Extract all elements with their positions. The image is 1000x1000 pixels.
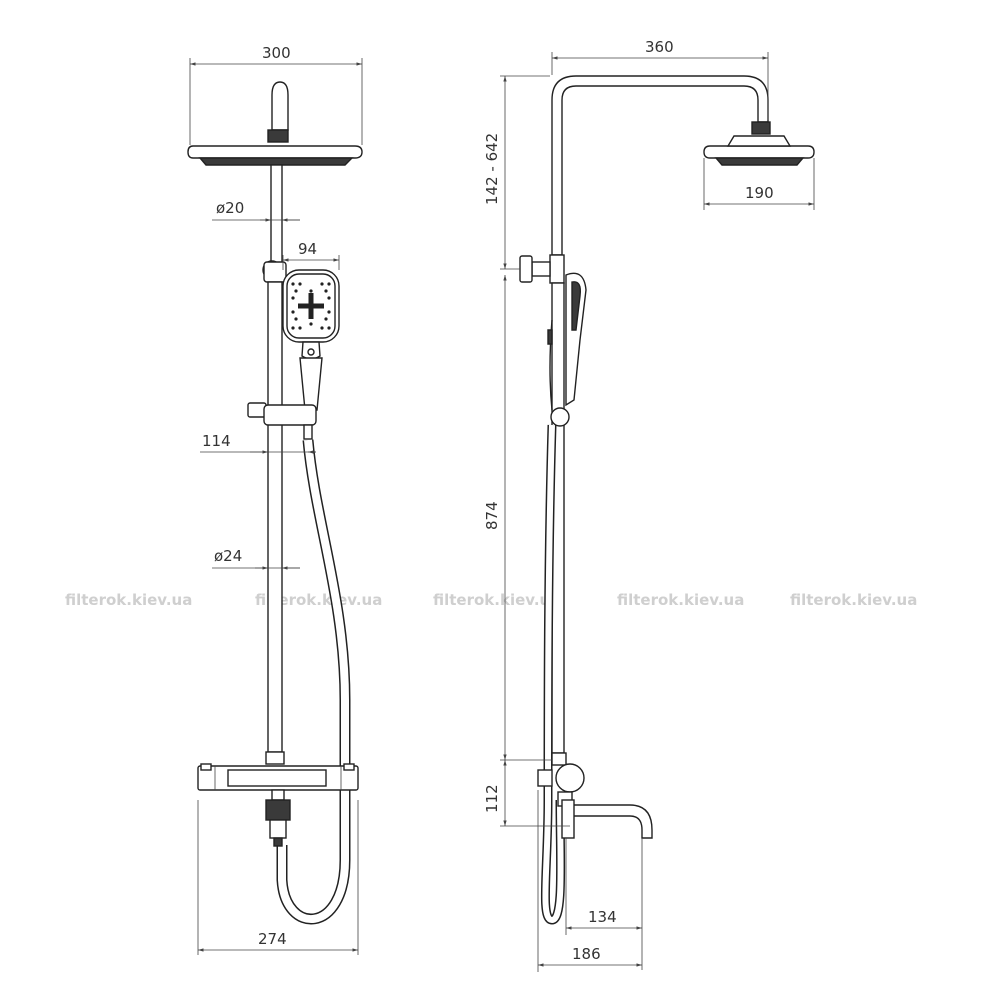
dim-side-mixer-height: 112 (483, 784, 501, 813)
side-head-connector (751, 121, 771, 135)
front-spout-tip (273, 837, 283, 847)
side-head-top (726, 135, 792, 147)
front-button-icon (307, 348, 315, 356)
front-thermostatic-mixer (197, 763, 359, 791)
front-mixer-center (227, 769, 327, 787)
dim-front-arm-diam: ø20 (216, 199, 244, 217)
front-holder (247, 402, 317, 440)
dim-front-mixer-width: 274 (258, 930, 287, 948)
watermark-text: filterok.kiev.ua (790, 591, 917, 609)
front-mixer-left-knob (200, 763, 212, 771)
watermark-text: filterok.kiev.ua (433, 591, 560, 609)
front-view: 300 ø20 94 114 ø24 274 (187, 44, 363, 955)
dim-side-rail-length: 874 (483, 501, 501, 530)
side-dimensions: 360 142 - 642 190 874 112 134 (483, 38, 815, 972)
side-mixer-knob (537, 769, 553, 787)
side-rail-bottom-nut (551, 752, 567, 766)
front-spout-body (265, 799, 291, 821)
side-hand-shower-head (565, 272, 587, 407)
dim-side-height-range: 142 - 642 (483, 133, 501, 205)
front-dimensions: 300 ø20 94 114 ø24 274 (189, 44, 363, 955)
dim-front-hand-width: 94 (298, 240, 317, 258)
dim-side-spout-reach: 134 (588, 908, 617, 926)
side-head-plate (703, 145, 815, 159)
side-diverter (519, 254, 565, 284)
side-mixer-body (555, 763, 585, 793)
front-joint (262, 260, 287, 283)
front-mixer-right-knob (343, 763, 355, 771)
front-head-connector (267, 129, 289, 143)
watermark-text: filterok.kiev.ua (255, 591, 382, 609)
side-bath-spout (561, 799, 653, 839)
front-hand-shower-handle (299, 357, 323, 411)
dim-front-rail-diam: ø24 (214, 547, 242, 565)
side-head-nozzles (714, 157, 805, 166)
front-rail (267, 281, 283, 753)
front-spout (265, 789, 291, 847)
side-view: 360 142 - 642 190 874 112 134 (483, 38, 815, 972)
side-hand-shower (547, 272, 587, 411)
side-spout-base (561, 799, 575, 839)
front-upper-pipe (270, 164, 283, 264)
side-diverter-stem (531, 261, 551, 277)
front-rail-bottom-nut (265, 751, 285, 765)
side-diverter-body (549, 254, 565, 284)
front-head-plate (187, 145, 363, 159)
front-spray-nozzles (291, 282, 331, 330)
dim-side-arm-reach: 360 (645, 38, 674, 56)
front-holder-clamp (263, 404, 317, 426)
side-holder (550, 407, 570, 427)
dim-side-total-depth: 186 (572, 945, 601, 963)
front-hand-shower (282, 269, 340, 411)
side-spout-pipe (569, 804, 653, 839)
watermark-text: filterok.kiev.ua (65, 591, 192, 609)
side-overhead-shower (703, 121, 815, 166)
front-overhead-shower (187, 81, 363, 166)
front-holder-hose-nut (303, 424, 313, 440)
front-spout-neck (271, 789, 285, 801)
side-hand-shower-button (547, 329, 553, 345)
dim-side-head-diam: 190 (745, 184, 774, 202)
front-spout-nut (269, 819, 287, 839)
dim-front-head-width: 300 (262, 44, 291, 62)
side-mixer (537, 752, 585, 807)
front-head-nozzles (198, 157, 354, 166)
watermark-text: filterok.kiev.ua (617, 591, 744, 609)
dim-front-holder-offset: 114 (202, 432, 231, 450)
front-hose (276, 439, 351, 925)
side-hand-shower-face (571, 281, 582, 331)
front-gooseneck (271, 81, 289, 131)
watermark-row: filterok.kiev.ua filterok.kiev.ua filter… (65, 591, 917, 609)
side-diverter-knob (519, 255, 533, 283)
